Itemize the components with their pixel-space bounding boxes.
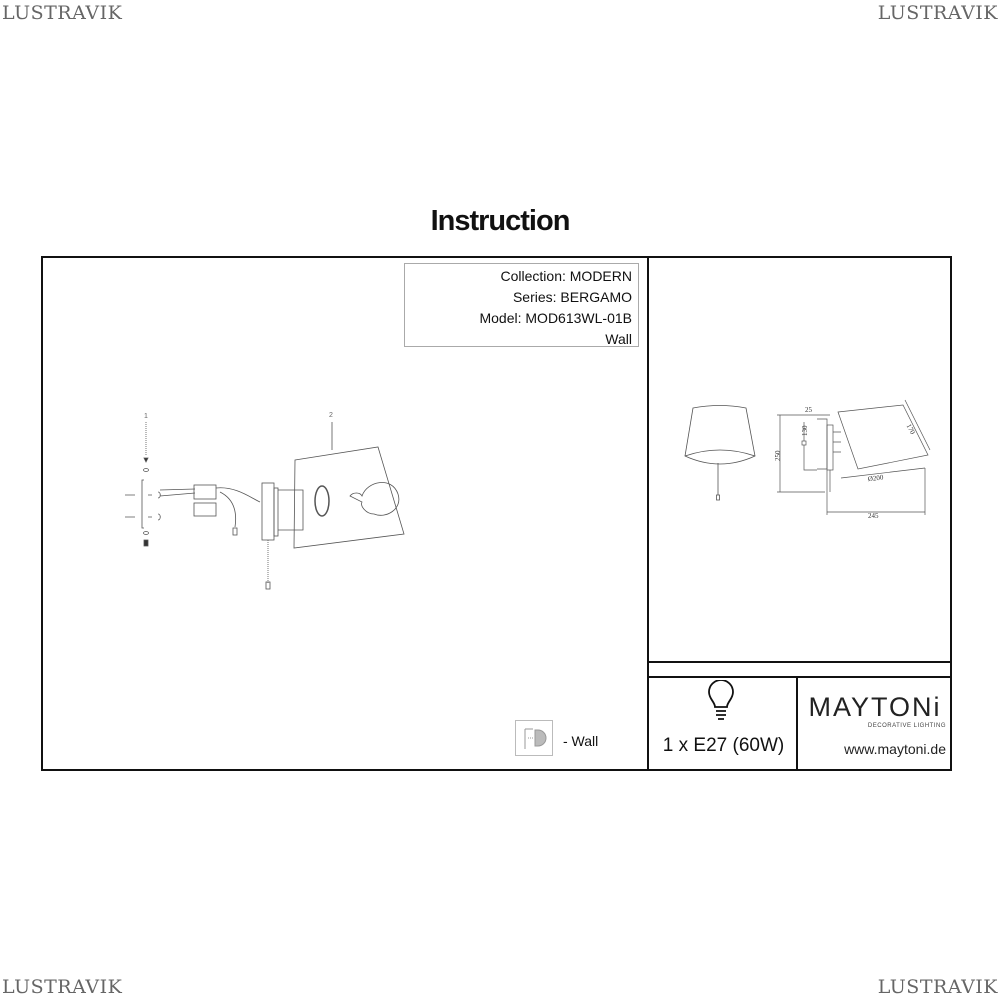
dim-25: 25 <box>805 406 813 414</box>
brand-url: www.maytoni.de <box>844 741 946 757</box>
divider <box>796 677 798 769</box>
bulb-spec: 1 x E27 (60W) <box>662 735 785 756</box>
type: Wall <box>605 331 632 347</box>
brand-logo: MAYTONi <box>808 692 942 722</box>
part-label-1: 1 <box>144 413 148 420</box>
dim-245: 245 <box>868 512 879 520</box>
watermark-top-left: LUSTRAVIK <box>2 2 123 24</box>
dim-170: 170 <box>905 423 917 436</box>
light-bulb-icon <box>708 680 734 720</box>
dim-130: 130 <box>801 425 809 436</box>
wall-mount-icon <box>515 720 553 756</box>
watermark-top-right: LUSTRAVIK <box>877 2 998 24</box>
dim-200: Ø200 <box>867 473 884 483</box>
product-info-box: Collection: MODERN Series: BERGAMO Model… <box>404 263 639 347</box>
divider <box>647 256 649 770</box>
series: Series: BERGAMO <box>512 289 632 305</box>
instruction-frame <box>41 256 952 771</box>
front-view-diagram <box>684 405 756 501</box>
watermark-bottom-left: LUSTRAVIK <box>2 976 123 998</box>
part-label-2: 2 <box>329 412 333 419</box>
watermark-bottom-right: LUSTRAVIK <box>877 976 998 998</box>
divider <box>648 661 950 663</box>
mounting-label: - Wall <box>563 733 599 749</box>
page-title: Instruction <box>430 205 571 237</box>
brand-tagline: DECORATIVE LIGHTING <box>867 723 946 729</box>
divider <box>648 676 950 678</box>
side-view-dimension-diagram: 250 25 130 245 Ø200 170 <box>775 399 931 520</box>
model: Model: MOD613WL-01B <box>479 310 632 326</box>
collection: Collection: MODERN <box>500 268 632 284</box>
exploded-assembly-diagram: 1 2 <box>125 412 405 590</box>
dim-250: 250 <box>775 450 782 461</box>
